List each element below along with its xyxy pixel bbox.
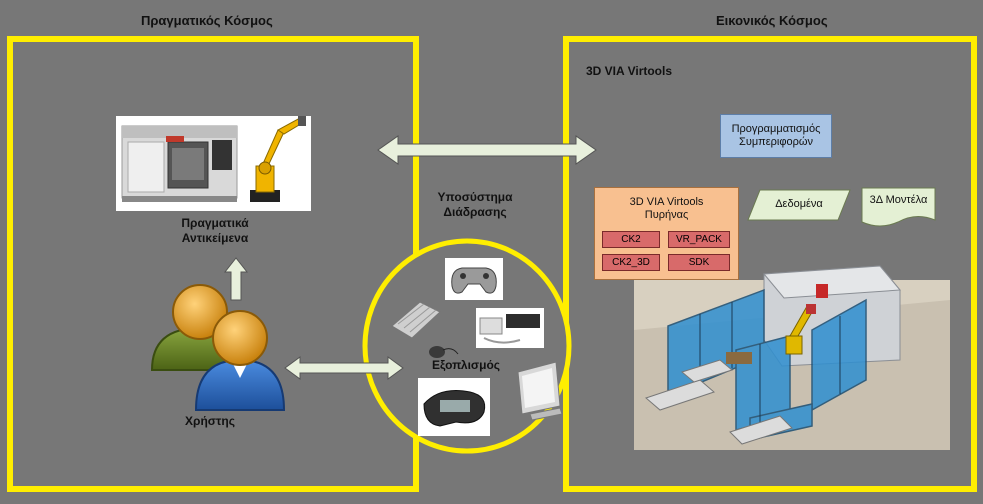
- real-objects-label: Πραγματικά Αντικείμενα: [150, 216, 280, 246]
- gamepad-icon: [445, 258, 503, 300]
- user-objects-arrow: [223, 257, 249, 301]
- models-document: [861, 187, 936, 227]
- equipment-label: Εξοπλισμός: [431, 358, 501, 372]
- module-vr-pack: VR_PACK: [668, 231, 730, 248]
- core-line1: 3D VIA Virtools: [629, 196, 704, 208]
- haptic-device-icon: [476, 308, 544, 348]
- core-line2: Πυρήνας: [644, 209, 689, 221]
- interaction-title-line2: Διάδρασης: [443, 205, 507, 219]
- models-label: 3Δ Μοντέλα: [869, 194, 928, 206]
- module-ck2-3d: CK2_3D: [602, 254, 660, 271]
- software-label: 3D VIA Virtools: [586, 64, 673, 78]
- keyboard-icon: [391, 301, 441, 339]
- head-mounted-display-icon: [418, 378, 490, 436]
- behavior-programming-line2: Συμπεριφορών: [739, 136, 813, 148]
- module-sdk: SDK: [668, 254, 730, 271]
- virtual-world-frame: [563, 36, 977, 492]
- data-label: Δεδομένα: [775, 198, 823, 210]
- behavior-programming-line1: Προγραμματισμός: [731, 123, 821, 135]
- mouse-icon: [429, 346, 459, 358]
- interaction-title: Υποσύστημα Διάδρασης: [420, 190, 530, 220]
- real-objects-label-line2: Αντικείμενα: [181, 231, 249, 245]
- behavior-programming-box: Προγραμματισμός Συμπεριφορών: [720, 114, 832, 158]
- data-parallelogram: [747, 189, 851, 221]
- real-objects-label-line1: Πραγματικά: [181, 216, 249, 230]
- virtual-world-title: Εικονικός Κόσμος: [716, 13, 828, 28]
- user-label: Χρήστης: [185, 414, 235, 428]
- interaction-title-line1: Υποσύστημα: [437, 190, 513, 204]
- module-ck2: CK2: [602, 231, 660, 248]
- user-equipment-arrow: [284, 356, 404, 380]
- monitor-icon: [517, 361, 563, 421]
- world-link-arrow: [377, 135, 597, 165]
- real-world-title: Πραγματικός Κόσμος: [141, 13, 273, 28]
